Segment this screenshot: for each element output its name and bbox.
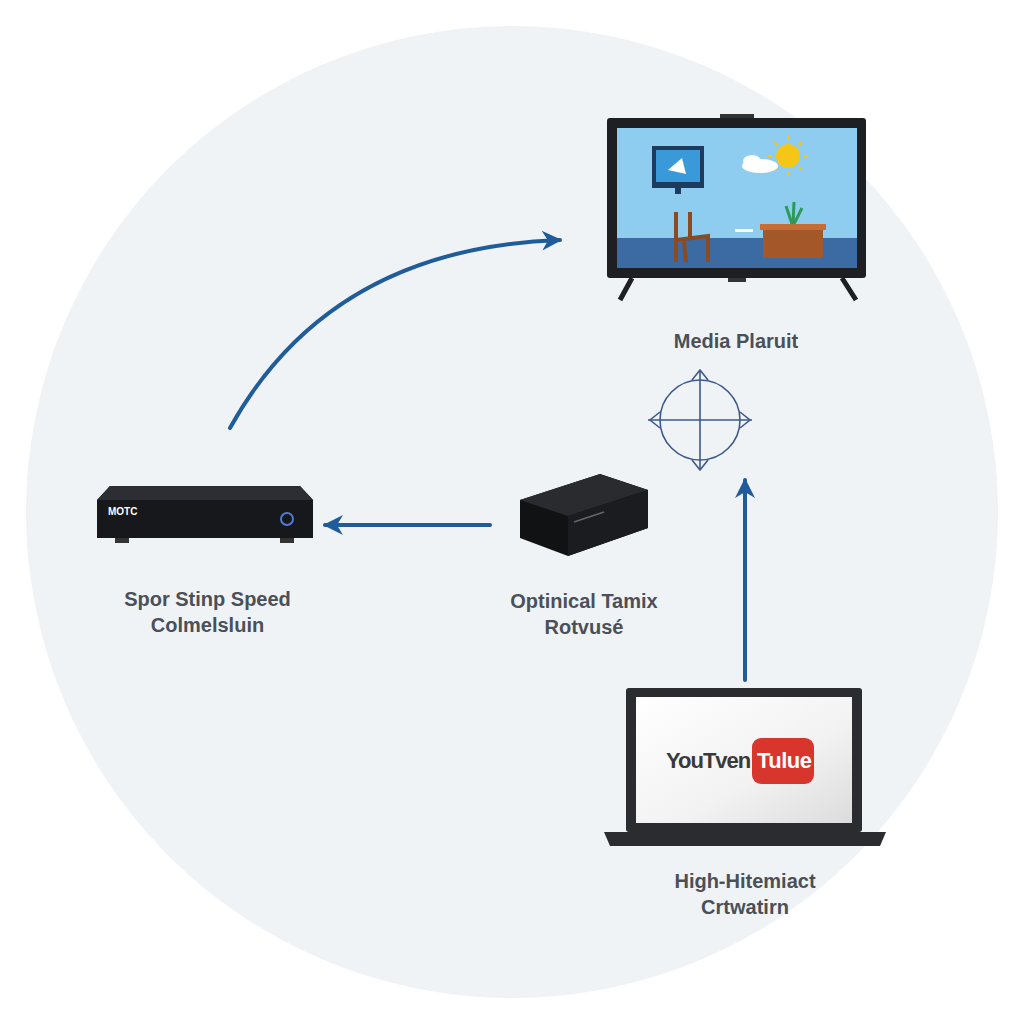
device-node: Media Plaruit	[560, 108, 912, 480]
device-label: Optinical Tamix Rotvusé	[494, 588, 674, 640]
crosshair-symbol	[648, 370, 752, 470]
printed-label: YouTven	[666, 748, 750, 774]
device-label: Media Plaruit	[616, 328, 856, 354]
background-circle	[26, 26, 998, 998]
optical-box	[520, 474, 648, 556]
printed-label: MOTC	[108, 506, 137, 517]
printed-label: Tulue	[757, 748, 812, 774]
device-label: High-Hitemiact Crtwatirn	[645, 868, 845, 920]
device-label: Spor Stinp Speed Colmelsluin	[108, 586, 308, 638]
device-node: High-Hitemiact Crtwatirn	[600, 680, 890, 920]
device-node: Spor Stinp Speed Colmelsluin	[90, 428, 325, 638]
flow-arrow	[230, 240, 560, 428]
set-top-box	[97, 486, 313, 543]
flow-arrow	[325, 523, 490, 527]
device-node: Optinical Tamix Rotvusé	[490, 466, 678, 640]
flow-arrow	[743, 480, 747, 680]
tv-illustration	[607, 114, 866, 300]
laptop-illustration	[604, 688, 886, 846]
